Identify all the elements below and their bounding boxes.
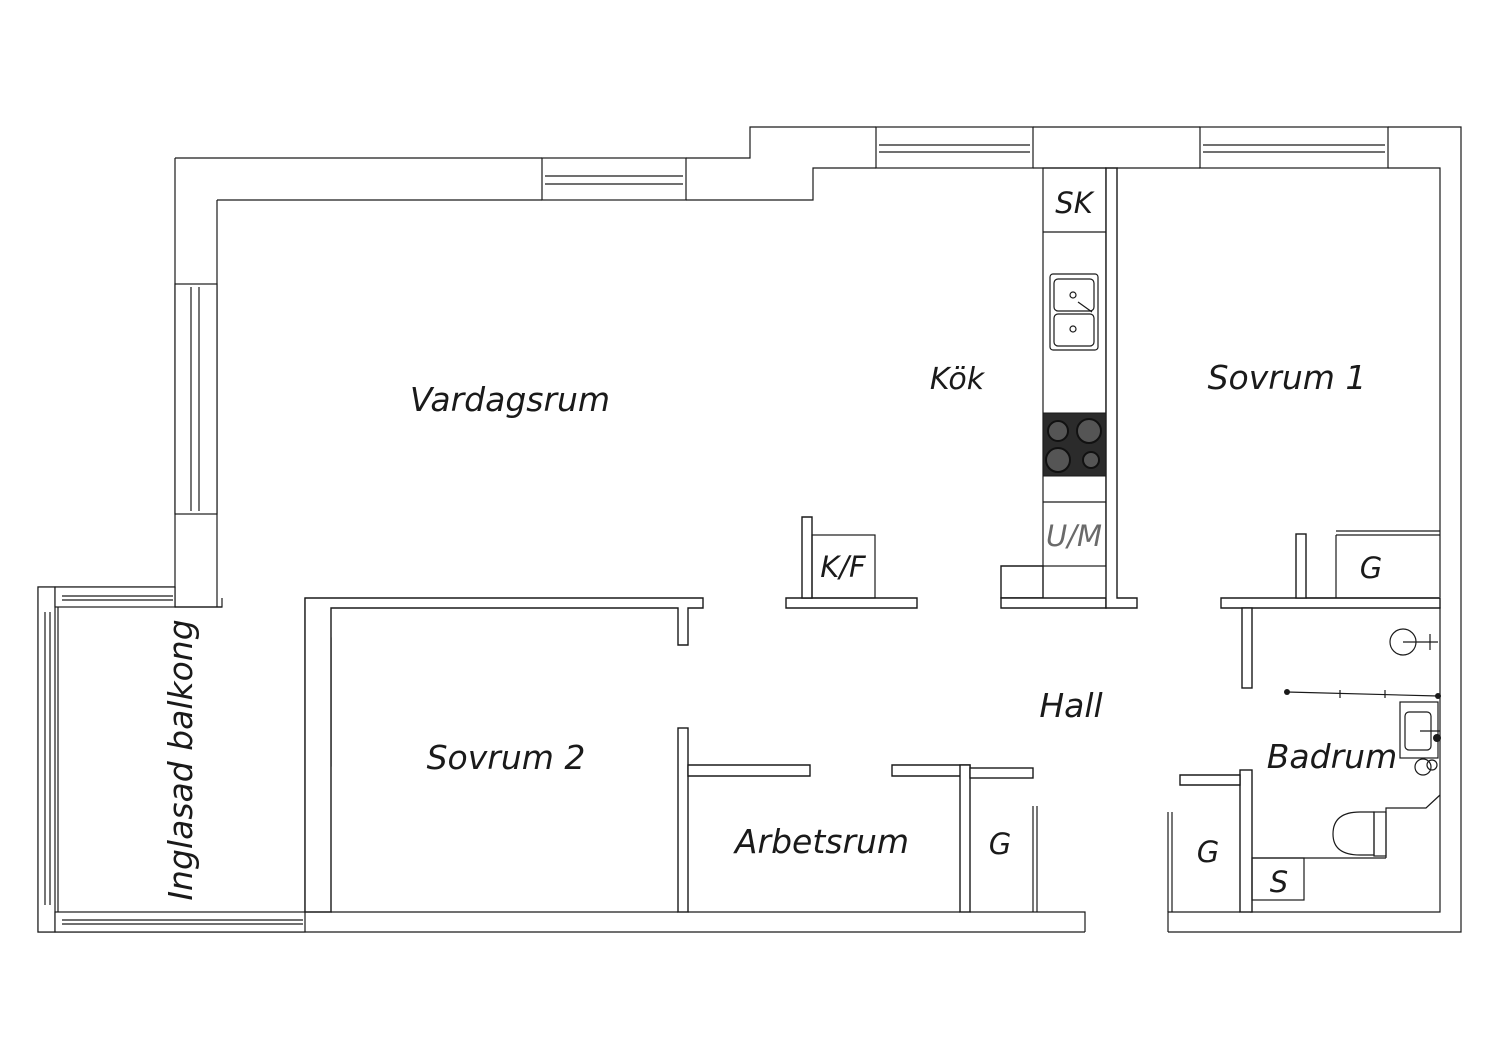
window-top-2 [875,126,1034,169]
label-g-bedroom1: G [1360,551,1382,585]
label-kf: K/F [820,550,867,584]
sink-icon [1049,273,1099,351]
room-label-hall: Hall [1039,686,1102,725]
window-top-3 [1199,126,1389,169]
stove-icon [1042,412,1107,477]
balcony [37,586,306,933]
window-left-living [174,283,218,515]
label-um: U/M [1046,519,1102,553]
interior-walls [304,167,1441,932]
windows [174,126,1389,767]
label-g-hall-right: G [1197,835,1219,869]
room-label-bedroom2: Sovrum 2 [427,738,586,777]
shower-icon [1284,628,1441,699]
room-label-bathroom: Badrum [1267,737,1397,776]
room-label-balcony: Inglasad balkong [161,619,200,900]
room-label-bedroom1: Sovrum 1 [1208,358,1367,397]
label-s: S [1270,865,1288,899]
toilet-icon [1332,758,1438,857]
label-sk: SK [1055,186,1094,220]
washbasin-icon [1399,701,1441,759]
room-label-kitchen: Kök [930,362,986,397]
room-label-living: Vardagsrum [410,380,610,419]
window-top-1 [541,157,687,201]
room-label-study: Arbetsrum [733,822,909,861]
label-g-hall-left: G [989,827,1011,861]
